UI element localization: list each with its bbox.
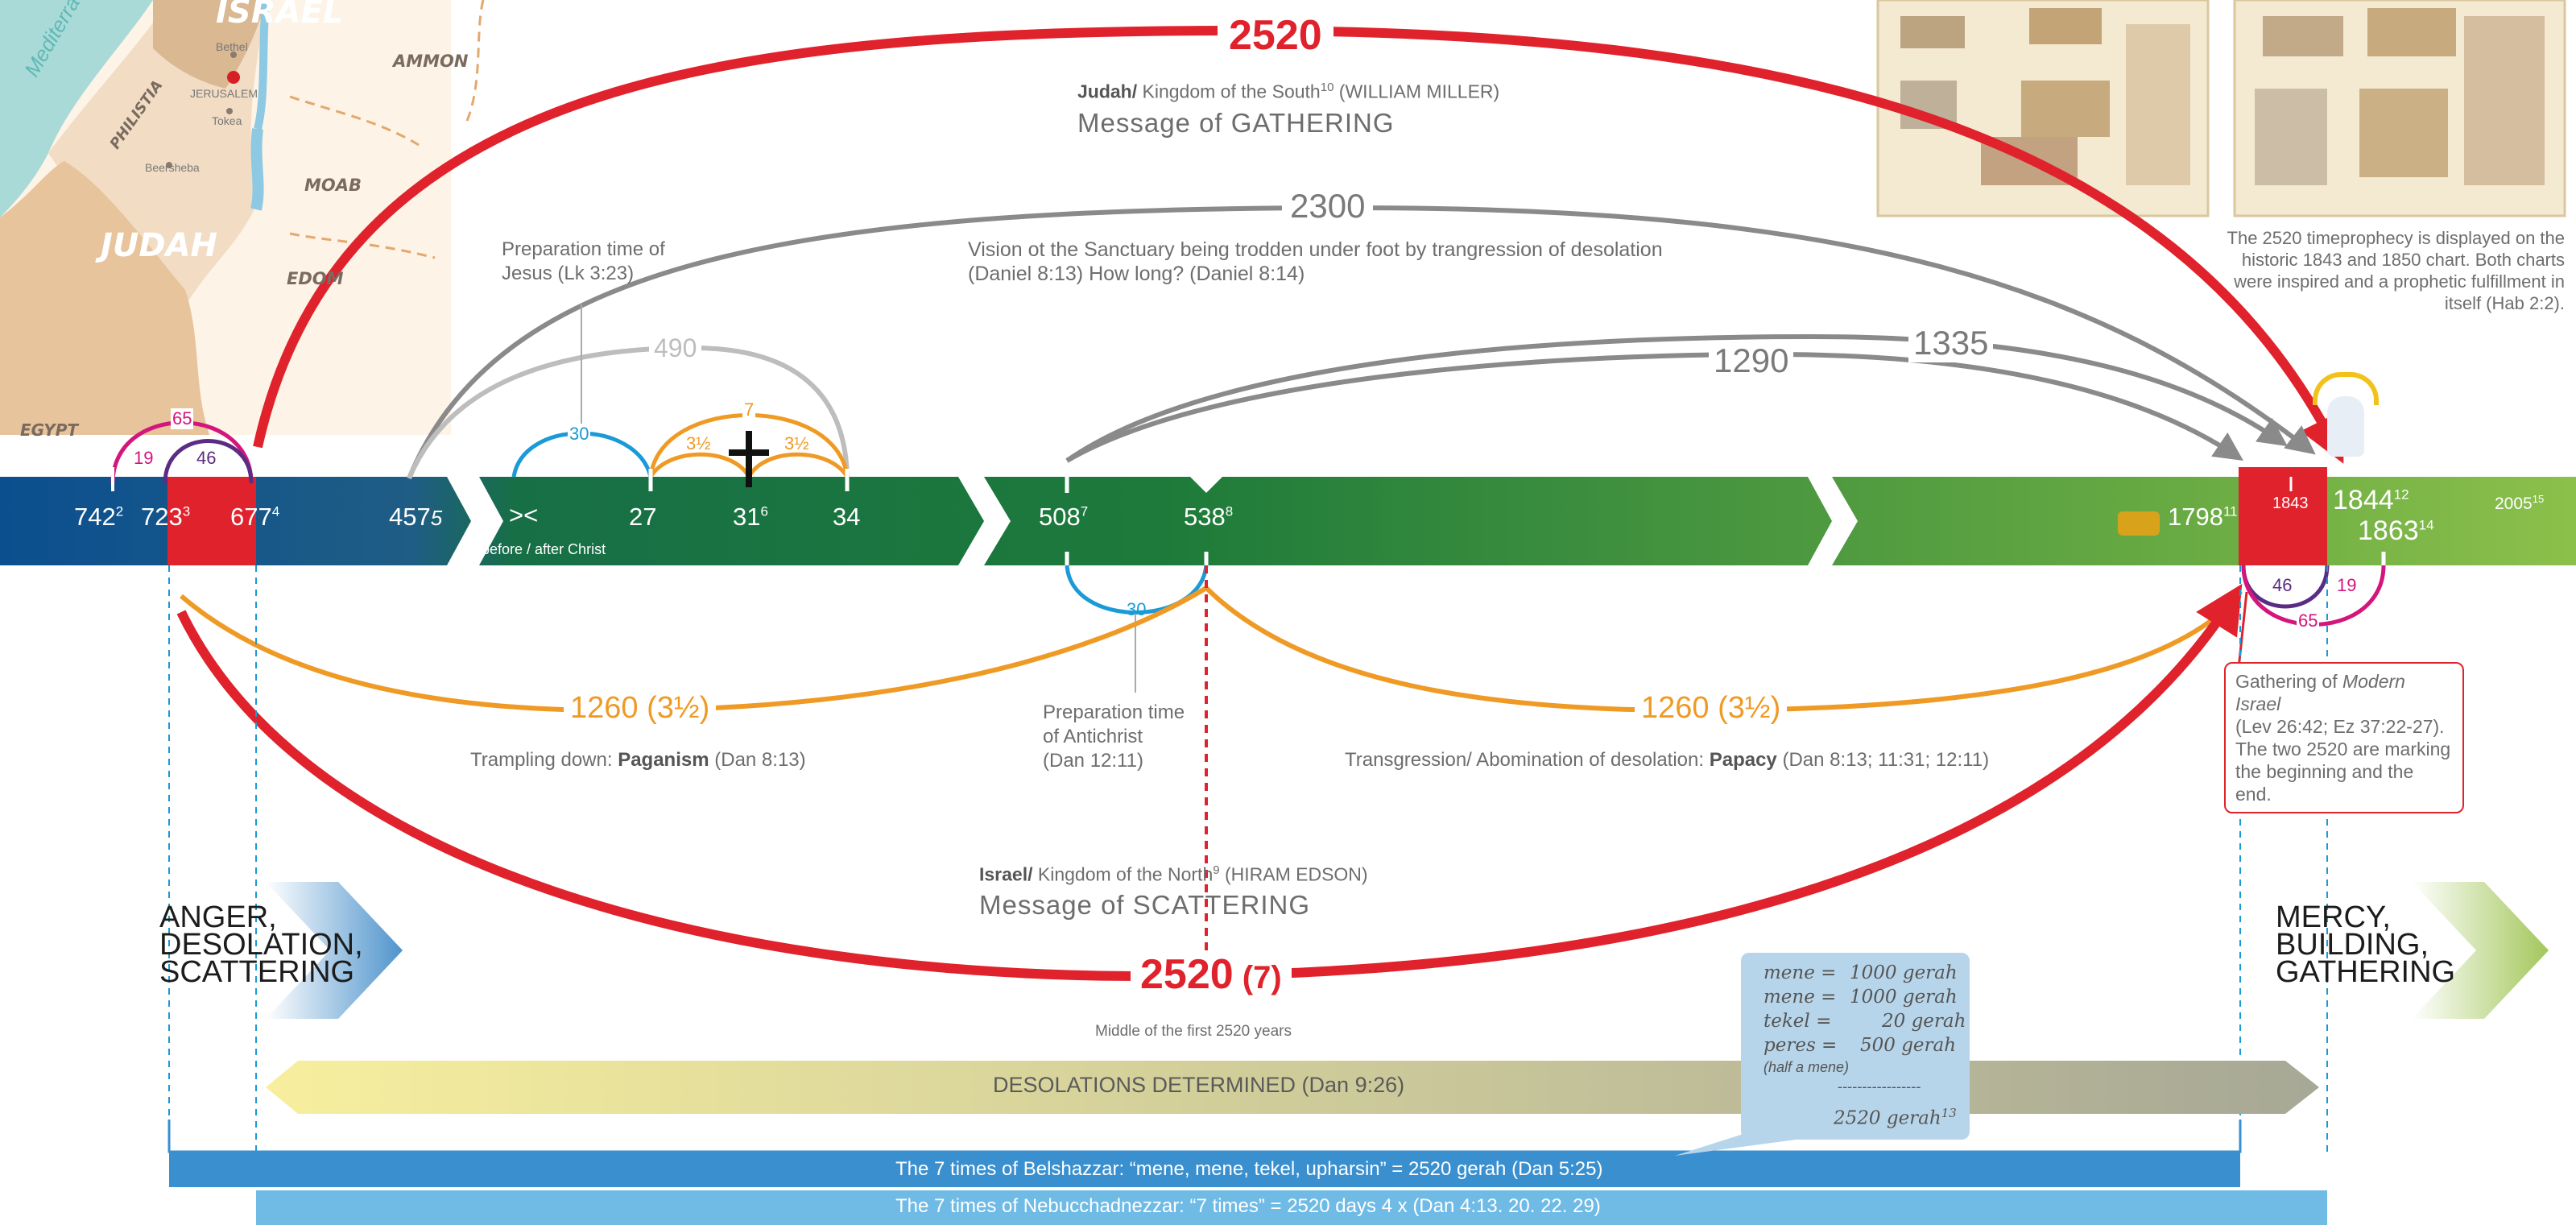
tl-538: 5388 xyxy=(1184,503,1234,531)
label-46-bottom: 46 xyxy=(2272,575,2293,595)
label-1290: 1290 xyxy=(1709,341,1794,380)
timeline-bar xyxy=(0,467,2576,565)
label-2520-bottom: 2520 (7) xyxy=(1131,950,1292,999)
label-3half-a: 3½ xyxy=(686,433,711,453)
prep-jesus-line1: Preparation time of xyxy=(502,238,665,260)
tl-34: 34 xyxy=(833,503,861,531)
label-30-top: 30 xyxy=(568,424,591,445)
prep-jesus-line2: Jesus (Lk 3:23) xyxy=(502,263,635,284)
gerah-mene-2-value: 1000 gerah xyxy=(1850,987,1958,1008)
vision-line2: (Daniel 8:13) How long? (Daniel 8:14) xyxy=(968,263,1305,285)
mercy-chevron xyxy=(2412,882,2549,1019)
gerah-mene-1-value: 1000 gerah xyxy=(1850,962,1958,983)
gerah-mene-2: mene = xyxy=(1764,987,1837,1008)
label-65: 65 xyxy=(171,408,194,429)
label-490: 490 xyxy=(649,333,702,363)
label-19: 19 xyxy=(134,448,154,468)
map-graphic xyxy=(0,0,485,435)
tl-1863: 186314 xyxy=(2358,515,2434,546)
gerah-tekel: tekel = xyxy=(1764,1011,1832,1032)
message-gathering: Message of GATHERING xyxy=(1077,108,1395,138)
arc-3half-a xyxy=(648,452,751,478)
arc-3half-b xyxy=(746,452,850,478)
gerah-peres-value: 500 gerah xyxy=(1860,1035,1957,1056)
label-46: 46 xyxy=(196,448,217,468)
label-2300: 2300 xyxy=(1282,187,1374,226)
trampling-label: Trampling down: Paganism (Dan 8:13) xyxy=(470,749,806,771)
label-2520-top: 2520 xyxy=(1218,11,1333,60)
anger-chevron xyxy=(266,882,403,1019)
vision-line1: Vision ot the Sanctuary being trodden un… xyxy=(968,238,1663,261)
cross-icon xyxy=(729,431,769,487)
label-7: 7 xyxy=(742,399,756,420)
tl-457: 4575 xyxy=(389,503,443,531)
belshazzar-label: The 7 times of Belshazzar: “mene, mene, … xyxy=(895,1158,1603,1180)
map-city-tokea: Tokea xyxy=(212,114,242,127)
tl-27: 27 xyxy=(629,503,657,531)
map-label-egypt: EGYPT xyxy=(20,420,79,440)
message-scattering: Message of SCATTERING xyxy=(979,890,1310,920)
arc-46 xyxy=(163,439,254,484)
tl-742: 7422 xyxy=(74,503,124,531)
label-19-bottom: 19 xyxy=(2337,575,2357,595)
tl-31: 316 xyxy=(733,503,768,531)
tl-1844: 184412 xyxy=(2333,485,2409,515)
map-label-moab: MOAB xyxy=(304,176,362,195)
arc-30-bottom xyxy=(1065,565,1209,615)
transgression-label: Transgression/ Abomination of desolation… xyxy=(1345,749,1990,771)
anger-label: ANGER,DESOLATION,SCATTERING xyxy=(159,900,363,989)
map-city-jerusalem: JERUSALEM xyxy=(190,87,258,100)
label-65-bottom: 65 xyxy=(2297,610,2320,631)
mercy-label: MERCY,BUILDING,GATHERING xyxy=(2276,900,2456,989)
map-label-israel: ISRAEL xyxy=(216,0,344,31)
tl-508: 5087 xyxy=(1039,503,1089,531)
gerah-tekel-value: 20 gerah xyxy=(1882,1011,1966,1032)
gerah-peres: peres = xyxy=(1764,1035,1838,1056)
tl-before-after: >< xyxy=(509,501,539,529)
map-label-edom: EDOM xyxy=(287,269,344,288)
gathering-note: Gathering of Modern Israel (Lev 26:42; E… xyxy=(2224,662,2464,813)
angel-rainbow-icon xyxy=(2313,372,2379,461)
gerah-dashes: ----------------- xyxy=(1838,1078,1921,1095)
middle-note: Middle of the first 2520 years xyxy=(1095,1023,1292,1040)
label-3half-b: 3½ xyxy=(784,433,809,453)
label-30-bottom: 30 xyxy=(1127,599,1147,619)
gerah-mene-1: mene = xyxy=(1764,962,1837,983)
arc-1335 xyxy=(1065,333,2288,463)
gerah-total: 2520 gerah13 xyxy=(1834,1106,1957,1129)
label-1260-right: 1260 (3½) xyxy=(1635,691,1788,726)
tl-2005: 200515 xyxy=(2495,493,2545,513)
label-1335: 1335 xyxy=(1908,324,1994,362)
map-city-beersheba: Beersheba xyxy=(145,161,200,174)
nebuchadnezzar-bar xyxy=(256,1190,2327,1225)
map-label-judah: JUDAH xyxy=(101,227,217,264)
historic-chart-thumbnails xyxy=(1876,0,2566,217)
arc-490 xyxy=(407,345,850,480)
nebuchadnezzar-label: The 7 times of Nebucchadnezzar: “7 times… xyxy=(895,1195,1601,1217)
tl-723: 7233 xyxy=(141,503,191,531)
israel-kingdom-label: Israel/ Kingdom of the North9 (HIRAM EDS… xyxy=(979,863,1368,885)
judah-kingdom-label: Judah/ Kingdom of the South10 (WILLIAM M… xyxy=(1077,81,1500,102)
gerah-box: mene = 1000 gerah mene = 1000 gerah teke… xyxy=(1741,953,1970,1140)
arc-1290 xyxy=(1065,351,2243,463)
tl-677: 6774 xyxy=(230,503,280,531)
gerah-half-mene: (half a mene) xyxy=(1764,1059,1850,1075)
historic-chart-caption: The 2520 timeprophecy is displayed on th… xyxy=(2227,228,2565,313)
desolations-label: DESOLATIONS DETERMINED (Dan 9:26) xyxy=(993,1073,1405,1097)
tl-1843: 1843 xyxy=(2272,495,2309,512)
tl-before-after-caption: before / after Christ xyxy=(482,541,606,557)
tl-1798: 179811 xyxy=(2168,503,2238,531)
belshazzar-bar xyxy=(169,1152,2240,1187)
label-1260-left: 1260 (3½) xyxy=(564,691,717,726)
map-city-bethel: Bethel xyxy=(216,40,248,53)
map-label-ammon: AMMON xyxy=(393,52,469,71)
